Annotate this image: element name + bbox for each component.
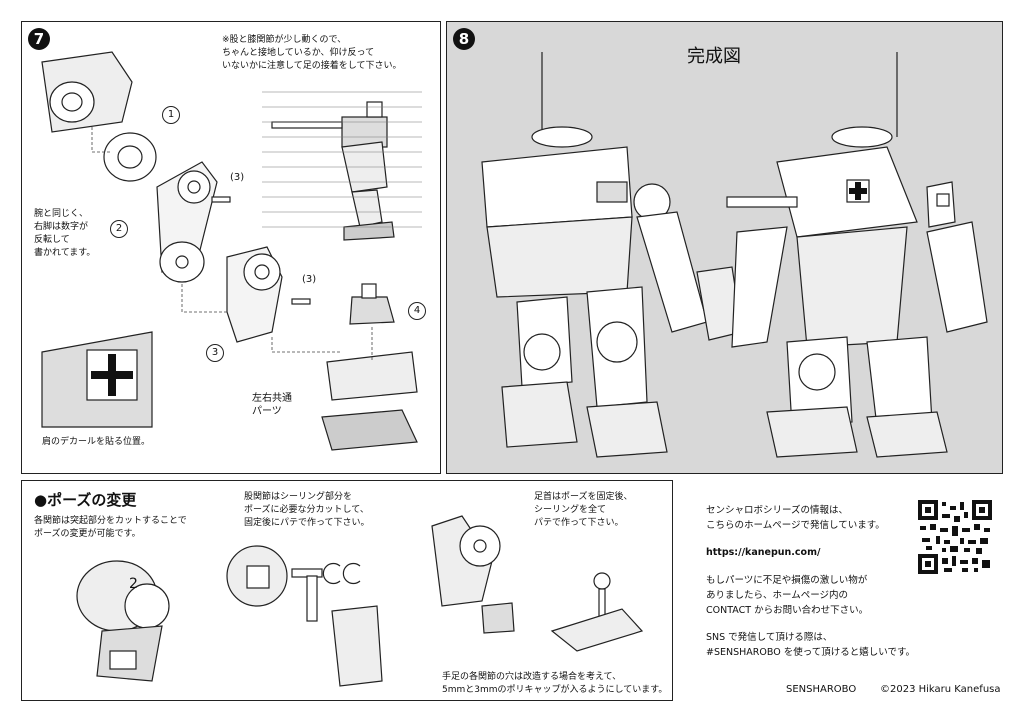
callout-4: 4 xyxy=(408,302,426,320)
info-sns: SNS で発信して頂ける際は、 #SENSHAROBO を使って頂けると嬉しいで… xyxy=(706,632,915,658)
qr-code xyxy=(918,500,992,574)
step8-panel: 8 完成図 xyxy=(446,21,1003,474)
step-number-7: 7 xyxy=(28,28,50,50)
footer-brand: SENSHAROBO xyxy=(786,684,857,695)
label-3-lower: (3) xyxy=(302,274,317,285)
pose-illustration xyxy=(76,515,644,687)
callout-2: 2 xyxy=(110,220,128,238)
pose-note-polycap: 手足の各関節の穴は改造する場合を考えて、 5mmと3mmのポリキャップが入るよう… xyxy=(442,672,668,695)
callout-3: 3 xyxy=(206,344,224,362)
label-3-upper: (3) xyxy=(230,172,245,183)
pose-note-hip: 股関節はシーリング部分を ポーズに必要な分カットして、 固定後にパテで作って下さ… xyxy=(244,492,370,528)
info-contact: もしパーツに不足や損傷の激しい物が ありましたら、ホームページ内の CONTAC… xyxy=(706,575,869,616)
callout-1: 1 xyxy=(162,106,180,124)
footer-copyright: ©2023 Hikaru Kanefusa xyxy=(880,684,1001,695)
completed-view-title: 完成図 xyxy=(687,46,741,67)
completed-robots-illustration xyxy=(481,52,988,458)
decal-caption: 肩のデカールを貼る位置。 xyxy=(42,437,151,447)
step7-panel: 7 ※股と膝関節が少し動くので、 ちゃんと接地しているか、仰け反って いないかに… xyxy=(21,21,441,474)
label-common-parts: 左右共通 パーツ xyxy=(252,393,292,417)
info-homepage: センシャロボシリーズの情報は、 こちらのホームページで発信しています。 xyxy=(706,505,885,531)
step7-note-left: 腕と同じく、 右脚は数字が 反転して 書かれてます。 xyxy=(34,209,96,258)
pose-change-panel: ●ポーズの変更 各関節は突起部分をカットすることで ポーズの変更が可能です。 股… xyxy=(21,480,673,701)
homepage-link[interactable]: https://kanepun.com/ xyxy=(706,547,821,558)
pose-note-joints: 各関節は突起部分をカットすることで ポーズの変更が可能です。 xyxy=(34,516,187,539)
pose-note-ankle: 足首はポーズを固定後、 シーリングを全て パテで作って下さい。 xyxy=(534,492,633,528)
step-number-8: 8 xyxy=(453,28,475,50)
step7-note-top: ※股と膝関節が少し動くので、 ちゃんと接地しているか、仰け反って いないかに注意… xyxy=(222,35,402,71)
pose-section-title: ●ポーズの変更 xyxy=(34,491,137,509)
step7-illustration xyxy=(41,51,422,451)
joint-number: 2 xyxy=(129,576,138,592)
